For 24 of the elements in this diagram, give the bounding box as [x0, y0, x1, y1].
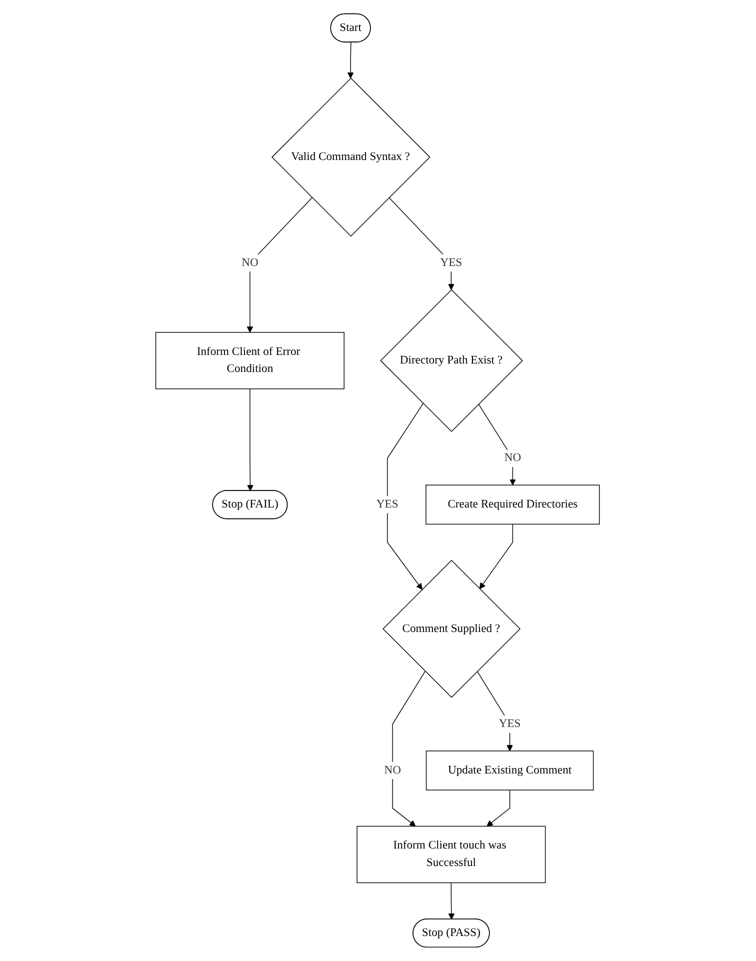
- node-box: Create Required Directories: [426, 484, 600, 525]
- arrow: [448, 882, 455, 920]
- arrow: [247, 197, 313, 333]
- arrow: [480, 524, 514, 590]
- arrow: [487, 790, 511, 827]
- arrow: [478, 404, 516, 486]
- node-box: Update Existing Comment: [426, 750, 594, 790]
- arrow: [348, 42, 354, 79]
- arrow: [387, 403, 424, 590]
- node-diamond: Directory Path Exist ?: [380, 289, 524, 432]
- edge-label: NO: [504, 452, 522, 464]
- node-box: Inform Client of Error Condition: [156, 332, 345, 390]
- arrow: [392, 670, 426, 827]
- edge-label: YES: [376, 498, 399, 510]
- arrow: [389, 197, 455, 290]
- arrow: [247, 388, 254, 492]
- node-box: Inform Client touch was Successful: [357, 826, 546, 884]
- edge-label: NO: [242, 256, 259, 269]
- edge-label: NO: [384, 764, 402, 776]
- edge-label: YES: [499, 718, 522, 730]
- node-diamond: Valid Command Syntax ?: [272, 78, 431, 237]
- node-diamond: Comment Supplied ?: [382, 560, 521, 698]
- arrow: [477, 670, 514, 752]
- edge-label: YES: [440, 256, 463, 269]
